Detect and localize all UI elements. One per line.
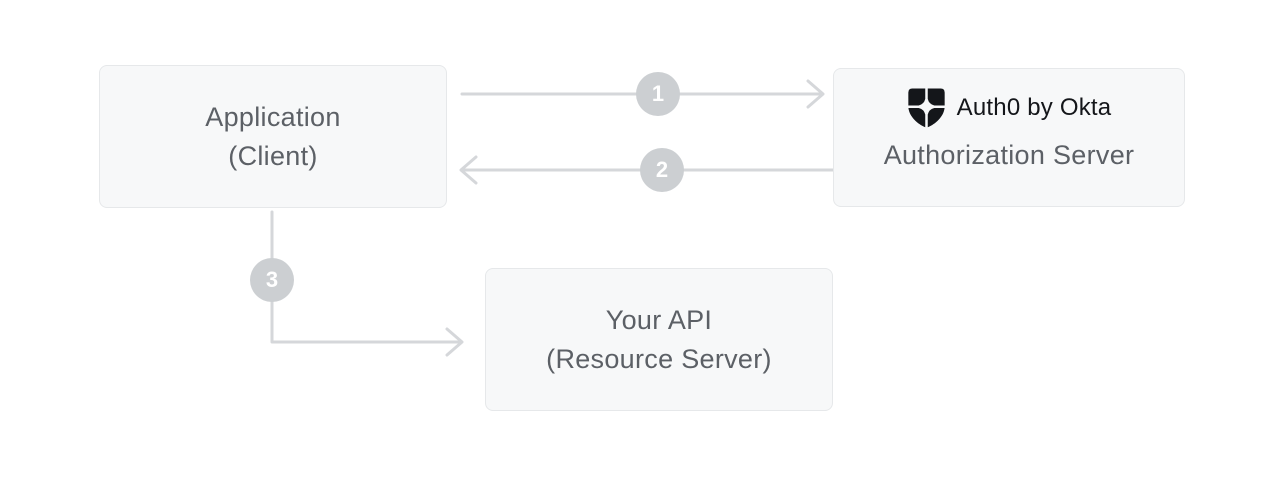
application-label-line1: Application bbox=[205, 101, 341, 132]
node-application-client: Application (Client) bbox=[99, 65, 447, 208]
auth0-shield-icon bbox=[907, 88, 945, 127]
api-label-line2: (Resource Server) bbox=[546, 343, 772, 374]
application-label-line2: (Client) bbox=[228, 140, 318, 171]
step-number: 2 bbox=[655, 157, 669, 182]
auth0-brand-row: Auth0 by Okta bbox=[907, 86, 1112, 130]
node-your-api-resource-server: Your API (Resource Server) bbox=[485, 268, 833, 411]
authorization-server-label: Authorization Server bbox=[883, 140, 1135, 170]
auth0-brand-text: Auth0 by Okta bbox=[956, 94, 1112, 121]
step-badge-3: 3 bbox=[250, 258, 294, 302]
step-number: 1 bbox=[651, 81, 665, 106]
node-authorization-server: Auth0 by Okta Authorization Server bbox=[833, 68, 1185, 207]
arrow-step-3 bbox=[270, 210, 464, 357]
step-badge-2: 2 bbox=[640, 148, 684, 192]
step-badge-1: 1 bbox=[636, 72, 680, 116]
api-label-line1: Your API bbox=[605, 304, 713, 335]
step-number: 3 bbox=[265, 267, 279, 292]
